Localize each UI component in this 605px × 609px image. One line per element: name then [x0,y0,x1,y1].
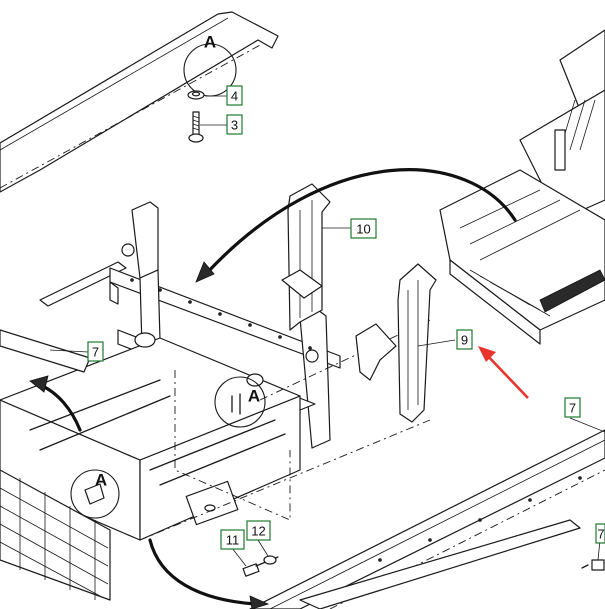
svg-text:7: 7 [92,345,99,360]
bottom-fasteners [242,555,605,577]
part-10-bracket [281,183,331,331]
callout-9: 9 [456,329,473,350]
detail-label: A [204,33,216,52]
part-9-bracket [355,263,437,423]
lower-rail [249,429,605,609]
svg-text:12: 12 [251,524,265,539]
motion-arrows [29,168,517,609]
left-conveyor [0,329,120,601]
svg-text:10: 10 [356,222,370,237]
callout-7: 7 [87,341,104,362]
svg-text:7: 7 [569,401,576,416]
highlight-arrow [478,346,529,399]
detail-label: A [95,471,107,490]
callout-7: 7 [595,523,605,544]
callout-12: 12 [246,520,271,541]
main-frame [0,201,431,541]
callouts: 4 3 10 7 9 7 11 12 [87,85,605,550]
svg-text:11: 11 [226,533,240,548]
svg-text:3: 3 [231,118,238,133]
callout-4: 4 [226,85,243,106]
callout-11: 11 [220,529,245,550]
detail-letters: A A A [95,33,260,490]
callout-7: 7 [564,397,581,418]
svg-text:4: 4 [231,89,238,104]
callout-3: 3 [226,114,243,135]
mid-detail [214,376,266,428]
top-fastener-group [183,43,237,143]
detail-label: A [248,387,260,406]
machine-overview [439,29,605,345]
svg-text:7: 7 [597,527,604,542]
callout-10: 10 [350,218,377,239]
upper-rail [0,11,279,193]
svg-text:9: 9 [461,333,468,348]
